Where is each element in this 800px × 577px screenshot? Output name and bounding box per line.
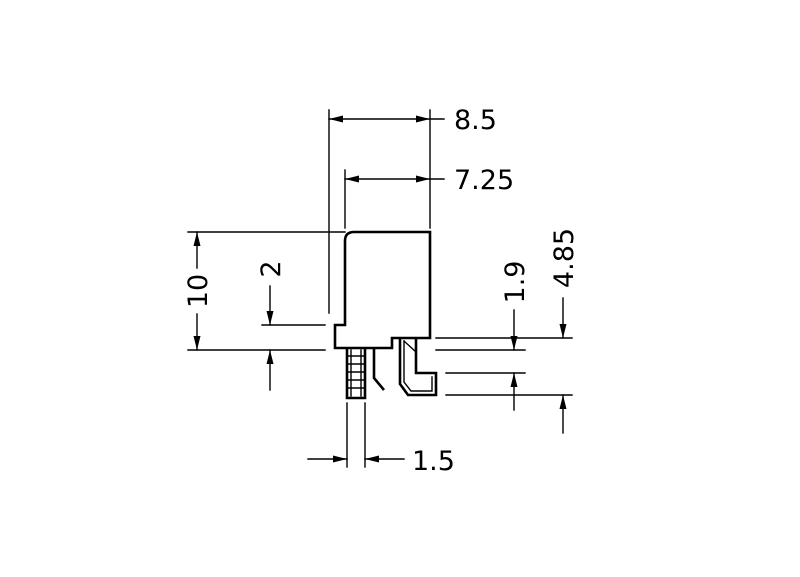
dimension-height: 10 <box>183 231 214 351</box>
dimension-step: 2 <box>256 260 287 391</box>
total-offset-label: 4.85 <box>549 228 580 288</box>
left-pin-ribs <box>346 355 366 389</box>
right-terminal-chamfer <box>403 340 417 353</box>
dimension-pin-offset: 1.9 <box>500 261 531 411</box>
dimension-overall-width: 8.5 <box>328 105 497 136</box>
right-terminal-inner <box>403 340 433 392</box>
left-pin <box>345 348 367 400</box>
connector-body <box>333 230 432 350</box>
step-label: 2 <box>256 260 287 277</box>
dimension-pin-width: 1.5 <box>307 446 455 477</box>
left-foot <box>372 348 385 391</box>
pin-width-label: 1.5 <box>412 446 455 477</box>
dimension-body-width: 7.25 <box>344 165 514 196</box>
pin-offset-label: 1.9 <box>500 261 531 304</box>
right-terminal <box>398 338 438 397</box>
overall-width-label: 8.5 <box>454 105 497 136</box>
body-width-label: 7.25 <box>454 165 514 196</box>
height-label: 10 <box>183 274 214 308</box>
dimension-total-offset: 4.85 <box>549 228 580 434</box>
connector-outline <box>333 230 438 400</box>
